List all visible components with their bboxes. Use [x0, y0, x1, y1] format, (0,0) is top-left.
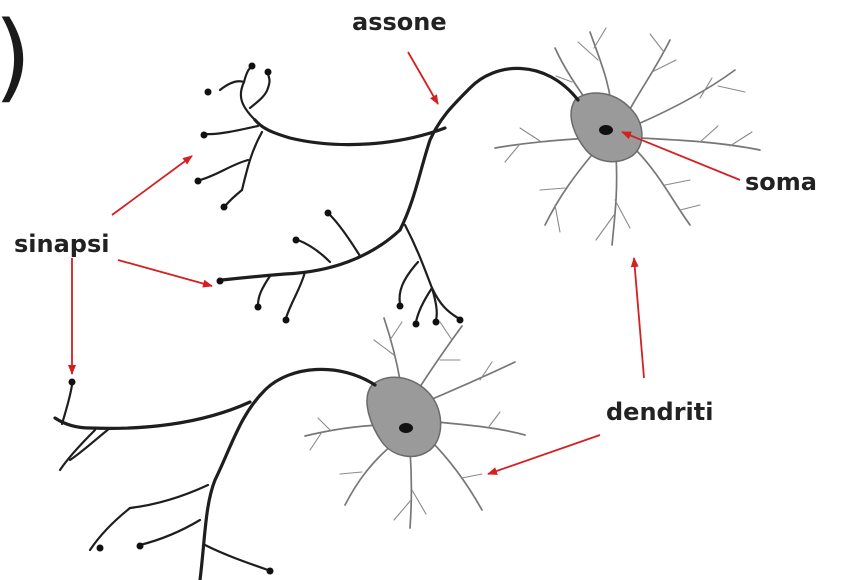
synapse-arrow-middle: [118, 260, 212, 286]
synapse-terminal: [325, 210, 332, 217]
lower-neuron: [55, 318, 525, 580]
synapse-terminal: [413, 321, 420, 328]
dendrites-arrow-left: [488, 435, 600, 474]
synapse-terminal: [397, 303, 404, 310]
dendrites-label: dendriti: [606, 398, 713, 426]
lower-nucleus: [399, 423, 413, 433]
upper-left-terminals: [195, 63, 272, 211]
synapse-terminal: [283, 317, 290, 324]
synapse-terminal: [267, 568, 274, 575]
dendrites-arrow-up: [634, 258, 644, 378]
synapse-terminal: [433, 319, 440, 326]
synapse-terminal: [137, 543, 144, 550]
synapse-terminal: [255, 304, 262, 311]
synapse-terminal: [217, 278, 224, 285]
synapse-terminal: [205, 89, 212, 96]
upper-axon: [400, 68, 578, 230]
synapse-terminal: [201, 132, 208, 139]
axon-label: assone: [352, 8, 447, 36]
lower-left-terminals: [60, 379, 274, 575]
synapse-label: sinapsi: [14, 230, 109, 258]
synapse-terminal: [221, 204, 228, 211]
synapse-arrow-upper: [112, 156, 192, 215]
synapse-terminal: [265, 69, 272, 76]
synapse-terminal: [97, 545, 104, 552]
soma-label: soma: [745, 168, 817, 196]
lower-axon: [200, 369, 375, 580]
upper-nucleus: [599, 125, 613, 135]
soma-arrow: [622, 132, 740, 180]
upper-neuron: [195, 28, 761, 328]
title-fragment: ): [0, 1, 31, 113]
lower-soma: [367, 377, 441, 456]
lower-right-terminals: [397, 262, 464, 328]
synapse-terminal: [69, 379, 76, 386]
synapse-terminal: [249, 63, 256, 70]
synapse-terminal: [293, 237, 300, 244]
synapse-terminal: [195, 178, 202, 185]
axon-arrow: [408, 52, 438, 104]
synapse-terminal: [457, 317, 464, 324]
